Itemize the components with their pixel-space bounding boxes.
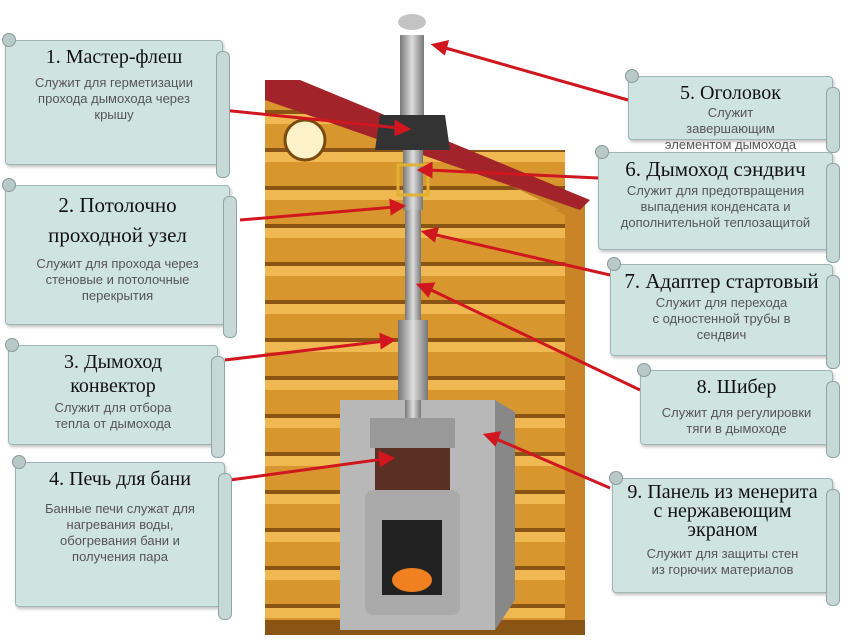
- callout-arrows: [221, 39, 641, 490]
- callout-damper: 8. Шибер Служит для регулировки тяги в д…: [637, 363, 840, 458]
- callout-title: 9. Панель из менерита с нержавеющим экра…: [627, 481, 818, 541]
- callout-description: Служит для прохода через стеновые и пото…: [36, 256, 199, 303]
- callout-description: Служит завершающим элементом дымохода: [664, 105, 797, 152]
- callout-description: Служит для регулировки тяги в дымоходе: [661, 405, 812, 436]
- callout-title: 8. Шибер: [696, 376, 777, 398]
- callout-title: 3. Дымоход конвектор: [63, 351, 163, 397]
- callout-description: Служит для защиты стен из горючих матери…: [646, 546, 799, 577]
- round-window: [283, 118, 327, 162]
- callout-title: 2. Потолочно проходной узел: [48, 193, 187, 247]
- chimney: [375, 14, 450, 420]
- callout-description: Служит для предотвращения выпадения конд…: [620, 183, 811, 230]
- callout-master-flash: 1. Мастер-флеш Служит для герметизации п…: [2, 33, 230, 178]
- sauna-stove: [365, 418, 460, 615]
- callout-description: Служит для отбора тепла от дымохода: [54, 400, 172, 431]
- callout-description: Банные печи служат для нагревания воды, …: [45, 501, 195, 564]
- callout-title: 7. Адаптер стартовый: [624, 269, 819, 293]
- callout-sandwich-chimney: 6. Дымоход сэндвич Служит для предотвращ…: [595, 145, 840, 263]
- callout-title: 4. Печь для бани: [49, 468, 191, 490]
- callout-sauna-stove: 4. Печь для бани Банные печи служат для …: [12, 455, 232, 620]
- callout-title: 6. Дымоход сэндвич: [625, 157, 806, 181]
- callout-convector-chimney: 3. Дымоход конвектор Служит для отбора т…: [5, 338, 225, 458]
- callout-description: Служит для герметизации прохода дымохода…: [35, 75, 193, 122]
- callout-ceiling-pass-unit: 2. Потолочно проходной узел Служит для п…: [2, 178, 237, 338]
- callout-title: 1. Мастер-флеш: [45, 46, 183, 68]
- callout-start-adapter: 7. Адаптер стартовый Служит для перехода…: [607, 257, 840, 369]
- callout-title: 5. Оголовок: [680, 82, 781, 104]
- callout-description: Служит для перехода с одностенной трубы …: [652, 295, 791, 342]
- callout-chimney-cap: 5. Оголовок Служит завершающим элементом…: [625, 69, 840, 153]
- callout-menerite-panel: 9. Панель из менерита с нержавеющим экра…: [609, 471, 840, 606]
